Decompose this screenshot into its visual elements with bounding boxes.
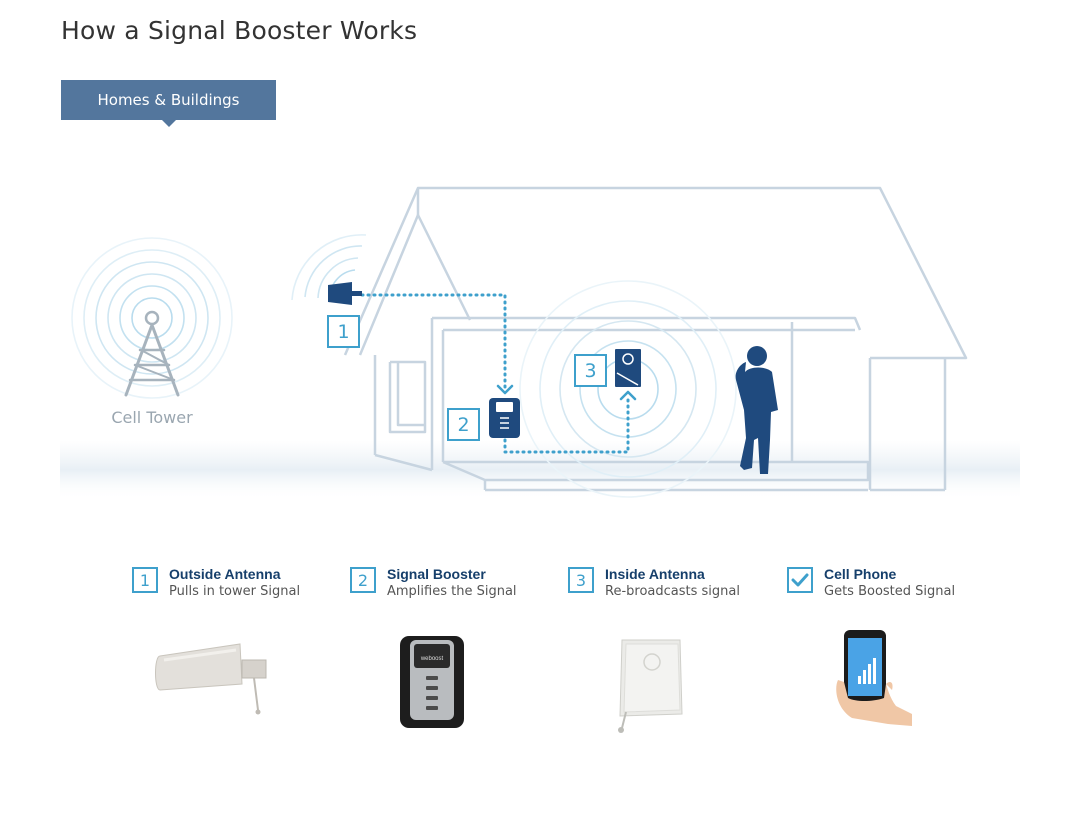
step-title: Cell Phone (824, 566, 897, 582)
step-title: Outside Antenna (169, 566, 281, 582)
cell-phone-product-image (832, 628, 917, 733)
diagram-marker-3-label: 3 (584, 359, 597, 382)
outside-antenna-product-image (150, 638, 275, 723)
diagram-marker-1 (327, 315, 360, 348)
tab-pointer (161, 119, 177, 127)
inside-antenna-icon (615, 349, 641, 387)
step-inside-antenna: 3 Inside Antenna Re-broadcasts signal (568, 566, 740, 602)
inside-antenna-signal (519, 280, 737, 498)
step-outside-antenna: 1 Outside Antenna Pulls in tower Signal (132, 566, 300, 602)
step-title: Signal Booster (387, 566, 486, 582)
booster-diagram (0, 140, 1074, 520)
diagram-marker-3 (574, 354, 607, 387)
outside-antenna-icon (328, 282, 362, 305)
step-number: 1 (132, 567, 158, 593)
svg-text:weboost: weboost (420, 656, 444, 662)
step-subtitle: Re-broadcasts signal (605, 584, 740, 599)
step-number: 3 (568, 567, 594, 593)
step-subtitle: Gets Boosted Signal (824, 584, 956, 599)
step-cell-phone: Cell Phone Gets Boosted Signal (787, 566, 955, 602)
page-title: How a Signal Booster Works (61, 16, 418, 45)
house-outline (343, 186, 968, 492)
signal-path (360, 293, 630, 454)
signal-arrows (496, 384, 637, 401)
step-signal-booster: 2 Signal Booster Amplifies the Signal (350, 566, 517, 602)
check-icon (787, 567, 813, 593)
cell-tower-icon (124, 310, 180, 397)
signal-booster-product-image: weboost (398, 632, 468, 737)
inside-antenna-product-image (612, 632, 692, 742)
signal-booster-icon (489, 398, 520, 438)
step-title: Inside Antenna (605, 566, 705, 582)
step-number: 2 (350, 567, 376, 593)
person-on-phone-icon (735, 346, 778, 474)
diagram-marker-2 (447, 408, 480, 441)
tower-signal-rings (71, 237, 233, 399)
step-subtitle: Amplifies the Signal (387, 584, 517, 599)
step-subtitle: Pulls in tower Signal (169, 584, 301, 599)
diagram-marker-2-label: 2 (457, 413, 470, 436)
tab-homes-buildings[interactable]: Homes & Buildings (61, 80, 276, 120)
cell-tower-label: Cell Tower (111, 408, 193, 427)
diagram-marker-1-label: 1 (337, 320, 350, 343)
